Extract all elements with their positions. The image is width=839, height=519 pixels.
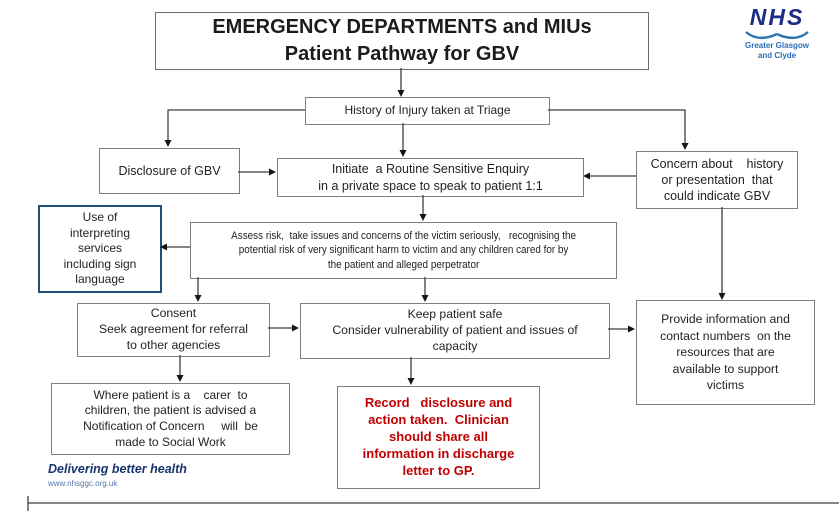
connector-triage-to-concern bbox=[548, 109, 689, 150]
keep-patient-safe-text: Keep patient safe Consider vulnerability… bbox=[332, 307, 578, 353]
connector-keepsafe-to-record bbox=[407, 357, 415, 385]
footer: Delivering better health www.nhsggc.org.… bbox=[48, 462, 187, 488]
nhs-org-text: Greater Glasgow and Clyde bbox=[744, 41, 810, 60]
assess-risk-text: Assess risk, take issues and concerns of… bbox=[231, 229, 576, 271]
connector-keepsafe-to-provide bbox=[608, 325, 635, 333]
connector-triage-to-enquiry bbox=[399, 123, 407, 157]
consent-referral-text: Consent Seek agreement for referral to o… bbox=[98, 306, 249, 352]
node-disclosure-gbv: Disclosure of GBV bbox=[99, 148, 240, 194]
node-history-triage: History of Injury taken at Triage bbox=[305, 97, 550, 125]
connector-triage-to-disclosure bbox=[164, 109, 305, 147]
bottom-rule bbox=[27, 496, 839, 511]
nhs-swoosh-icon bbox=[745, 31, 809, 40]
record-disclosure-text: Record disclosure and action taken. Clin… bbox=[362, 395, 515, 478]
node-interpreting-services: Use of interpreting services including s… bbox=[38, 205, 162, 293]
history-triage-text: History of Injury taken at Triage bbox=[344, 103, 511, 118]
node-consent-referral: Consent Seek agreement for referral to o… bbox=[77, 303, 270, 357]
connector-enquiry-to-assess bbox=[419, 195, 427, 221]
title-text: EMERGENCY DEPARTMENTS and MIUs Patient P… bbox=[212, 16, 592, 65]
connector-consent-to-carer bbox=[176, 355, 184, 382]
disclosure-gbv-text: Disclosure of GBV bbox=[118, 163, 221, 178]
node-assess-risk: Assess risk, take issues and concerns of… bbox=[190, 222, 617, 279]
interpreting-services-text: Use of interpreting services including s… bbox=[63, 210, 137, 287]
title-box: EMERGENCY DEPARTMENTS and MIUs Patient P… bbox=[155, 12, 649, 70]
connector-assess-to-keepsafe bbox=[421, 277, 429, 302]
node-keep-patient-safe: Keep patient safe Consider vulnerability… bbox=[300, 303, 610, 359]
provide-information-text: Provide information and contact numbers … bbox=[660, 312, 791, 393]
node-record-disclosure: Record disclosure and action taken. Clin… bbox=[337, 386, 540, 489]
node-concern-history: Concern about history or presentation th… bbox=[636, 151, 798, 209]
connector-concern-to-enquiry bbox=[583, 172, 636, 180]
connector-title-to-triage bbox=[397, 68, 405, 97]
connector-concern-to-provide bbox=[718, 207, 726, 300]
sensitive-enquiry-text: Initiate a Routine Sensitive Enquiry in … bbox=[318, 162, 543, 193]
node-sensitive-enquiry: Initiate a Routine Sensitive Enquiry in … bbox=[277, 158, 584, 197]
node-provide-information: Provide information and contact numbers … bbox=[636, 300, 815, 405]
connector-disclosure-to-enquiry bbox=[238, 168, 276, 176]
carer-notification-text: Where patient is a carer to children, th… bbox=[83, 387, 258, 449]
nhs-logo-text: NHS bbox=[749, 4, 805, 30]
node-carer-notification: Where patient is a carer to children, th… bbox=[51, 383, 290, 455]
connector-assess-to-consent bbox=[194, 277, 202, 302]
connector-assess-to-interpreting bbox=[160, 243, 190, 251]
nhs-logo: NHS Greater Glasgow and Clyde bbox=[735, 6, 819, 61]
tagline-text: Delivering better health bbox=[48, 462, 187, 476]
connector-consent-to-keepsafe bbox=[268, 324, 299, 332]
concern-history-text: Concern about history or presentation th… bbox=[650, 156, 784, 204]
website-text: www.nhsggc.org.uk bbox=[48, 479, 118, 488]
